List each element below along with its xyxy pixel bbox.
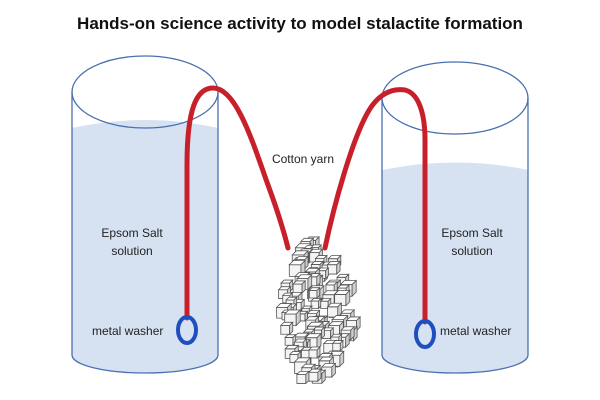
crystal-face — [339, 350, 345, 368]
crystal-face — [316, 272, 321, 287]
crystal-face — [289, 321, 294, 336]
crystal-face — [316, 332, 322, 351]
crystal-face — [336, 260, 341, 276]
crystal-face — [316, 286, 321, 299]
crystal-cube-28 — [292, 279, 307, 294]
crystal-cube-48 — [326, 302, 343, 318]
crystal-face — [307, 338, 311, 351]
crystal-cube-33 — [308, 286, 321, 299]
crystal-face — [321, 326, 325, 340]
crystal-face — [317, 368, 322, 383]
crystal-cube-51 — [296, 310, 309, 322]
crystal-face — [327, 264, 338, 275]
right-jar-rim — [381, 61, 529, 135]
left-jar — [71, 55, 219, 374]
right-jar — [381, 61, 529, 374]
label-washer-right: metal washer — [440, 324, 512, 338]
left-jar-rim — [71, 55, 219, 129]
crystal-face — [339, 339, 344, 352]
crystal-face — [345, 332, 350, 349]
crystal-face — [292, 283, 303, 294]
crystal-cube-27 — [280, 279, 294, 293]
label-solution-right: Epsom Salt solution — [424, 224, 520, 260]
crystal-cube-64 — [279, 321, 294, 336]
label-washer-left: metal washer — [92, 324, 164, 338]
crystal-face — [295, 308, 301, 327]
label-solution-right-line2: solution — [451, 244, 493, 258]
label-solution-left-line2: solution — [111, 244, 153, 258]
crystal-face — [301, 279, 306, 294]
page-title: Hands-on science activity to model stala… — [77, 14, 523, 33]
crystal-cube-94 — [295, 370, 310, 385]
label-solution-left-line1: Epsom Salt — [101, 226, 163, 240]
crystal-face — [284, 337, 294, 346]
label-solution-right-line1: Epsom Salt — [441, 226, 503, 240]
label-solution-left: Epsom Salt solution — [84, 224, 180, 260]
crystal-face — [320, 300, 329, 310]
crystal-face — [308, 289, 318, 299]
crystal-face — [351, 279, 357, 298]
crystal-face — [331, 362, 336, 379]
label-cotton-yarn: Cotton yarn — [271, 152, 335, 166]
right-solution — [382, 162, 528, 373]
left-jar-base — [71, 354, 219, 374]
crystal-face — [350, 325, 355, 341]
crystal-cube-78 — [331, 339, 344, 352]
crystal-face — [345, 289, 351, 307]
crystal-cube-41 — [310, 297, 322, 310]
crystal-cube-83 — [308, 346, 321, 359]
crystal-cube-15 — [326, 260, 342, 276]
washer-right-icon — [414, 319, 436, 349]
left-solution — [72, 120, 218, 373]
crystal-face — [325, 267, 329, 280]
crystal-cube-44 — [319, 297, 332, 310]
crystal-face — [308, 349, 318, 359]
washer-left-icon — [176, 315, 198, 345]
crystal-face — [301, 349, 310, 359]
crystal-cube-96 — [307, 368, 322, 383]
crystal-face — [332, 342, 341, 352]
crystal-face — [280, 325, 291, 335]
crystal-face — [321, 369, 326, 385]
crystal-face — [307, 273, 313, 291]
yarn-left — [184, 85, 291, 321]
crystal-cluster — [275, 235, 362, 385]
right-jar-base — [381, 354, 529, 374]
yarn-right — [322, 87, 428, 325]
crystal-face — [308, 371, 319, 382]
crystal-face — [296, 374, 307, 384]
